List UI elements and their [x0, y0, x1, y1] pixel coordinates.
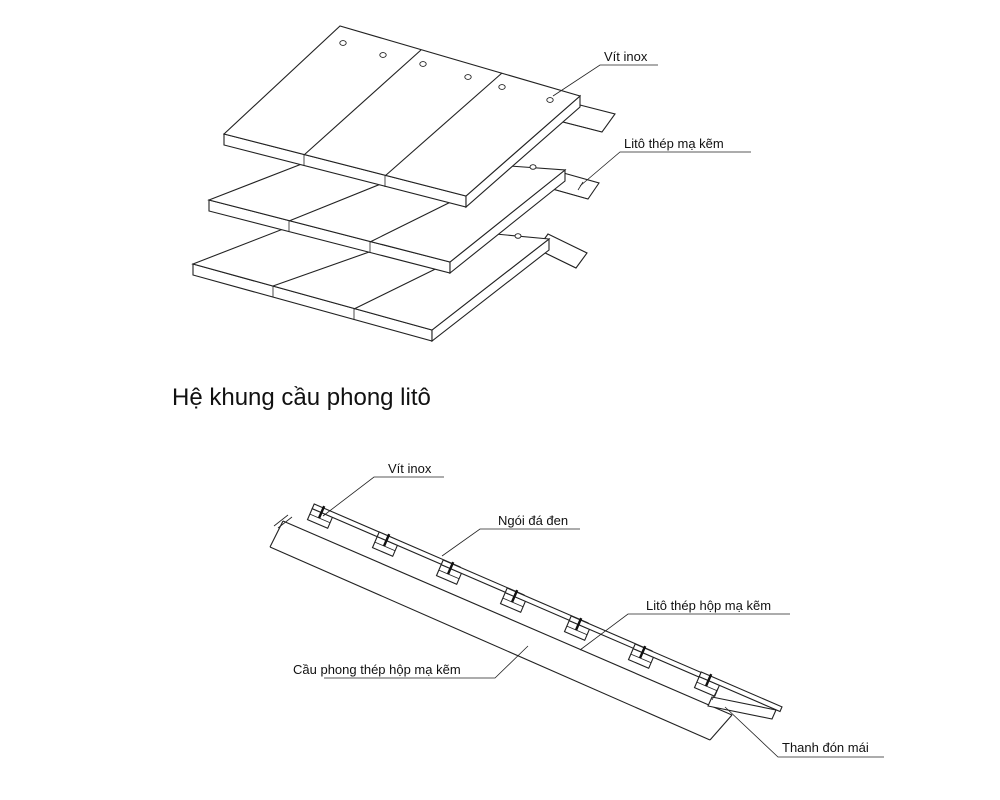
screw — [704, 673, 713, 687]
screw-hole — [529, 164, 537, 170]
leader-rafter — [324, 645, 529, 679]
label-top-screw: Vít inox — [604, 49, 648, 64]
screw — [446, 561, 455, 575]
label-rafter: Cầu phong thép hộp mạ kẽm — [293, 662, 461, 677]
slate-tile — [698, 671, 783, 713]
screw-hole — [339, 40, 347, 46]
screw-hole — [514, 233, 522, 239]
screw — [317, 505, 326, 519]
screw — [638, 645, 647, 659]
screw-hole — [464, 74, 472, 80]
diagram-title: Hệ khung cầu phong litô — [172, 384, 431, 411]
screw-hole — [419, 61, 427, 67]
leader-box-batten — [579, 613, 790, 651]
roof-section-view: Vít inox Ngói đá đen Litô thép hộp mạ kẽ… — [269, 461, 884, 758]
screw-hole — [546, 97, 554, 103]
screw — [510, 589, 519, 603]
fascia-board — [707, 687, 777, 720]
rafter — [269, 514, 733, 741]
leader-bottom-screw — [322, 476, 444, 517]
isometric-tile-assembly: Vít inox Litô thép mạ kẽm — [191, 25, 751, 343]
label-top-batten: Litô thép mạ kẽm — [624, 136, 724, 151]
leader-top-batten — [579, 151, 751, 187]
leader-slate-tile — [441, 528, 580, 557]
leader-fascia — [724, 706, 884, 758]
leader-top-screw — [552, 64, 658, 97]
label-slate-tile: Ngói đá đen — [498, 513, 568, 528]
batten-group — [306, 503, 783, 713]
screw-hole — [498, 84, 506, 90]
label-bottom-screw: Vít inox — [388, 461, 432, 476]
label-fascia: Thanh đón mái — [782, 740, 869, 755]
screw — [574, 617, 583, 631]
label-box-batten: Litô thép hộp mạ kẽm — [646, 598, 771, 613]
screw — [382, 533, 391, 547]
screw-hole — [379, 52, 387, 58]
tile-layer-1 — [222, 25, 616, 209]
